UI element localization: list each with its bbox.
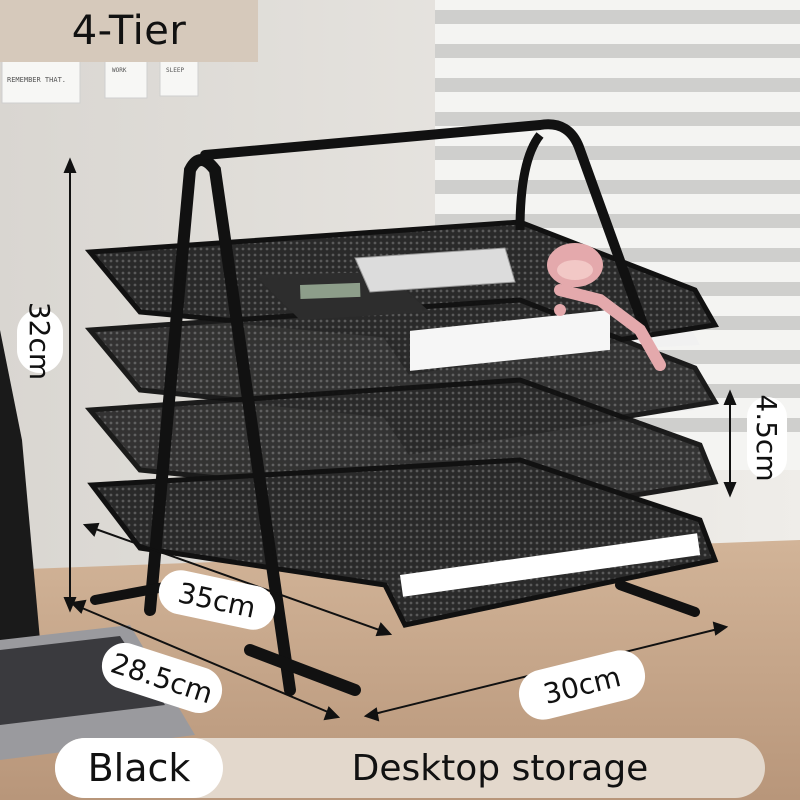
tier-badge-text: 4-Tier [71, 8, 187, 54]
tier-badge: 4-Tier [0, 0, 258, 62]
note-work: WORK [112, 67, 127, 74]
height-label: 32cm [17, 302, 63, 380]
color-option: Black [55, 738, 223, 798]
footer-caption: Desktop storage [351, 747, 649, 789]
tier-gap-label: 4.5cm [747, 394, 787, 482]
note-sleep: SLEEP [166, 67, 184, 74]
wall-notes: REMEMBER THAT. WORK SLEEP [1, 47, 199, 104]
note-remember: REMEMBER THAT. [7, 76, 66, 84]
